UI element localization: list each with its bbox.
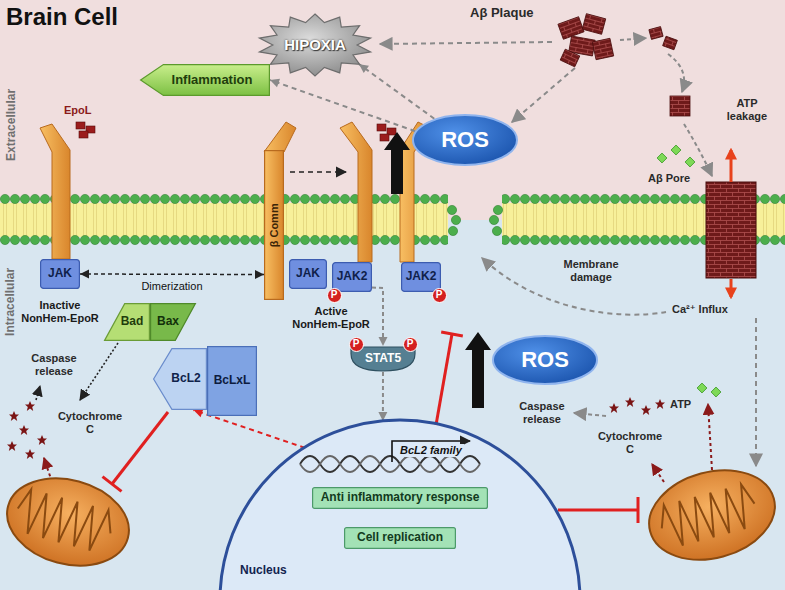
bad-protein: Bad — [104, 303, 150, 341]
node-text: ROS — [521, 347, 569, 372]
edge-label: Dimerization — [141, 280, 202, 293]
amyloid-plaque — [558, 14, 690, 116]
bcl2-protein: BcL2 — [153, 348, 207, 410]
node-text: JAK — [48, 267, 72, 281]
response-box: Cell replication — [344, 527, 456, 549]
jak-box: JAK — [289, 259, 327, 289]
mitochondrion — [0, 465, 139, 578]
arrow-head — [80, 270, 89, 279]
node-text: Bad — [121, 315, 144, 329]
ros-to-hypoxia-arrow — [359, 64, 434, 119]
region-label: Extracellular — [5, 89, 19, 161]
plaque-label: Aβ Plaque — [470, 6, 534, 21]
jak2-box: JAK2 — [401, 262, 441, 292]
phosphate-mark: P — [327, 288, 342, 303]
node-text: BcLxL — [214, 374, 251, 388]
beta-common-chain: β Comm — [264, 150, 284, 300]
region-label: Intracellular — [4, 268, 18, 336]
cytochrome-label: Cytochrome C — [56, 410, 124, 435]
node-text: β Comm — [268, 203, 281, 247]
connector-line — [80, 273, 264, 275]
cell-membrane — [0, 192, 785, 247]
receptor-label: Inactive NonHem-EpoR — [19, 299, 101, 324]
phosphate-mark: P — [432, 288, 447, 303]
arrow-head — [270, 79, 280, 88]
node-text: Nucleus — [240, 564, 287, 578]
leakage-label: ATP leakage — [722, 97, 772, 122]
damage-label: Membrane damage — [560, 258, 622, 283]
arrow-head — [255, 270, 264, 279]
receptors — [40, 122, 430, 262]
node-text: ROS — [441, 127, 489, 152]
jak2-to-stat5-arrow — [372, 288, 388, 347]
ros-bubble: ROS — [492, 335, 598, 385]
amyloid-pore — [706, 150, 756, 297]
dna-helix — [300, 441, 480, 472]
atp-label: ATP — [670, 398, 691, 411]
stat5-to-nucleus-arrow — [378, 372, 387, 421]
jak2-box: JAK2 — [332, 262, 372, 292]
node-text: BcL2 — [171, 372, 200, 386]
node-text: Inflammation — [172, 73, 253, 88]
diagram-title: Brain Cell — [6, 3, 118, 31]
connector-line — [359, 64, 434, 119]
connector-line — [270, 80, 415, 131]
extracellular-ground — [0, 0, 785, 220]
epo-ligand — [76, 122, 396, 141]
pore-label: Aβ Pore — [648, 172, 690, 185]
bclxl-protein: BcLxL — [207, 346, 257, 416]
gene-label: BcL2 family — [398, 444, 464, 457]
node-text: Bax — [157, 315, 179, 329]
node-text: Cell replication — [357, 531, 443, 545]
arrow-head — [359, 64, 369, 73]
node-text: JAK — [296, 267, 320, 281]
phosphate-mark: P — [349, 337, 364, 352]
response-box: Anti inflammatory response — [312, 487, 488, 509]
caspase-label: Caspase release — [516, 400, 568, 425]
mitochondrion — [639, 457, 785, 573]
node-text: P — [331, 289, 338, 301]
phosphate-mark: P — [403, 337, 418, 352]
node-text: P — [407, 338, 414, 350]
arrow-head — [379, 337, 388, 346]
cytochrome-label: Cytochrome C — [596, 430, 664, 455]
dimerization-arrow — [80, 270, 264, 280]
bax-protein: Bax — [150, 303, 196, 341]
flow-arrows — [36, 38, 756, 482]
ros-bubble: ROS — [412, 114, 518, 166]
node-text: Anti inflammatory response — [321, 491, 480, 505]
inflammation-arrow: Inflammation — [140, 64, 270, 96]
jak-box: JAK — [40, 259, 80, 289]
inhibition-lines — [103, 332, 639, 523]
ros-to-inflammation-arrow — [270, 79, 415, 132]
node-text: JAK2 — [406, 270, 437, 284]
node-text: HIPOXIA — [284, 36, 346, 53]
ion-label: Ca²⁺ Influx — [672, 303, 728, 316]
node-text: STAT5 — [365, 352, 401, 366]
hypoxia-burst: HIPOXIA — [257, 13, 373, 77]
caspase-label: Caspase release — [28, 352, 80, 377]
node-text: P — [436, 289, 443, 301]
receptor-label: Active NonHem-EpoR — [290, 305, 372, 330]
ligand-label: EpoL — [64, 104, 92, 117]
nucleus-ground — [220, 420, 580, 590]
node-text: JAK2 — [337, 270, 368, 284]
cytochrome-c — [7, 397, 665, 459]
node-text: P — [353, 338, 360, 350]
